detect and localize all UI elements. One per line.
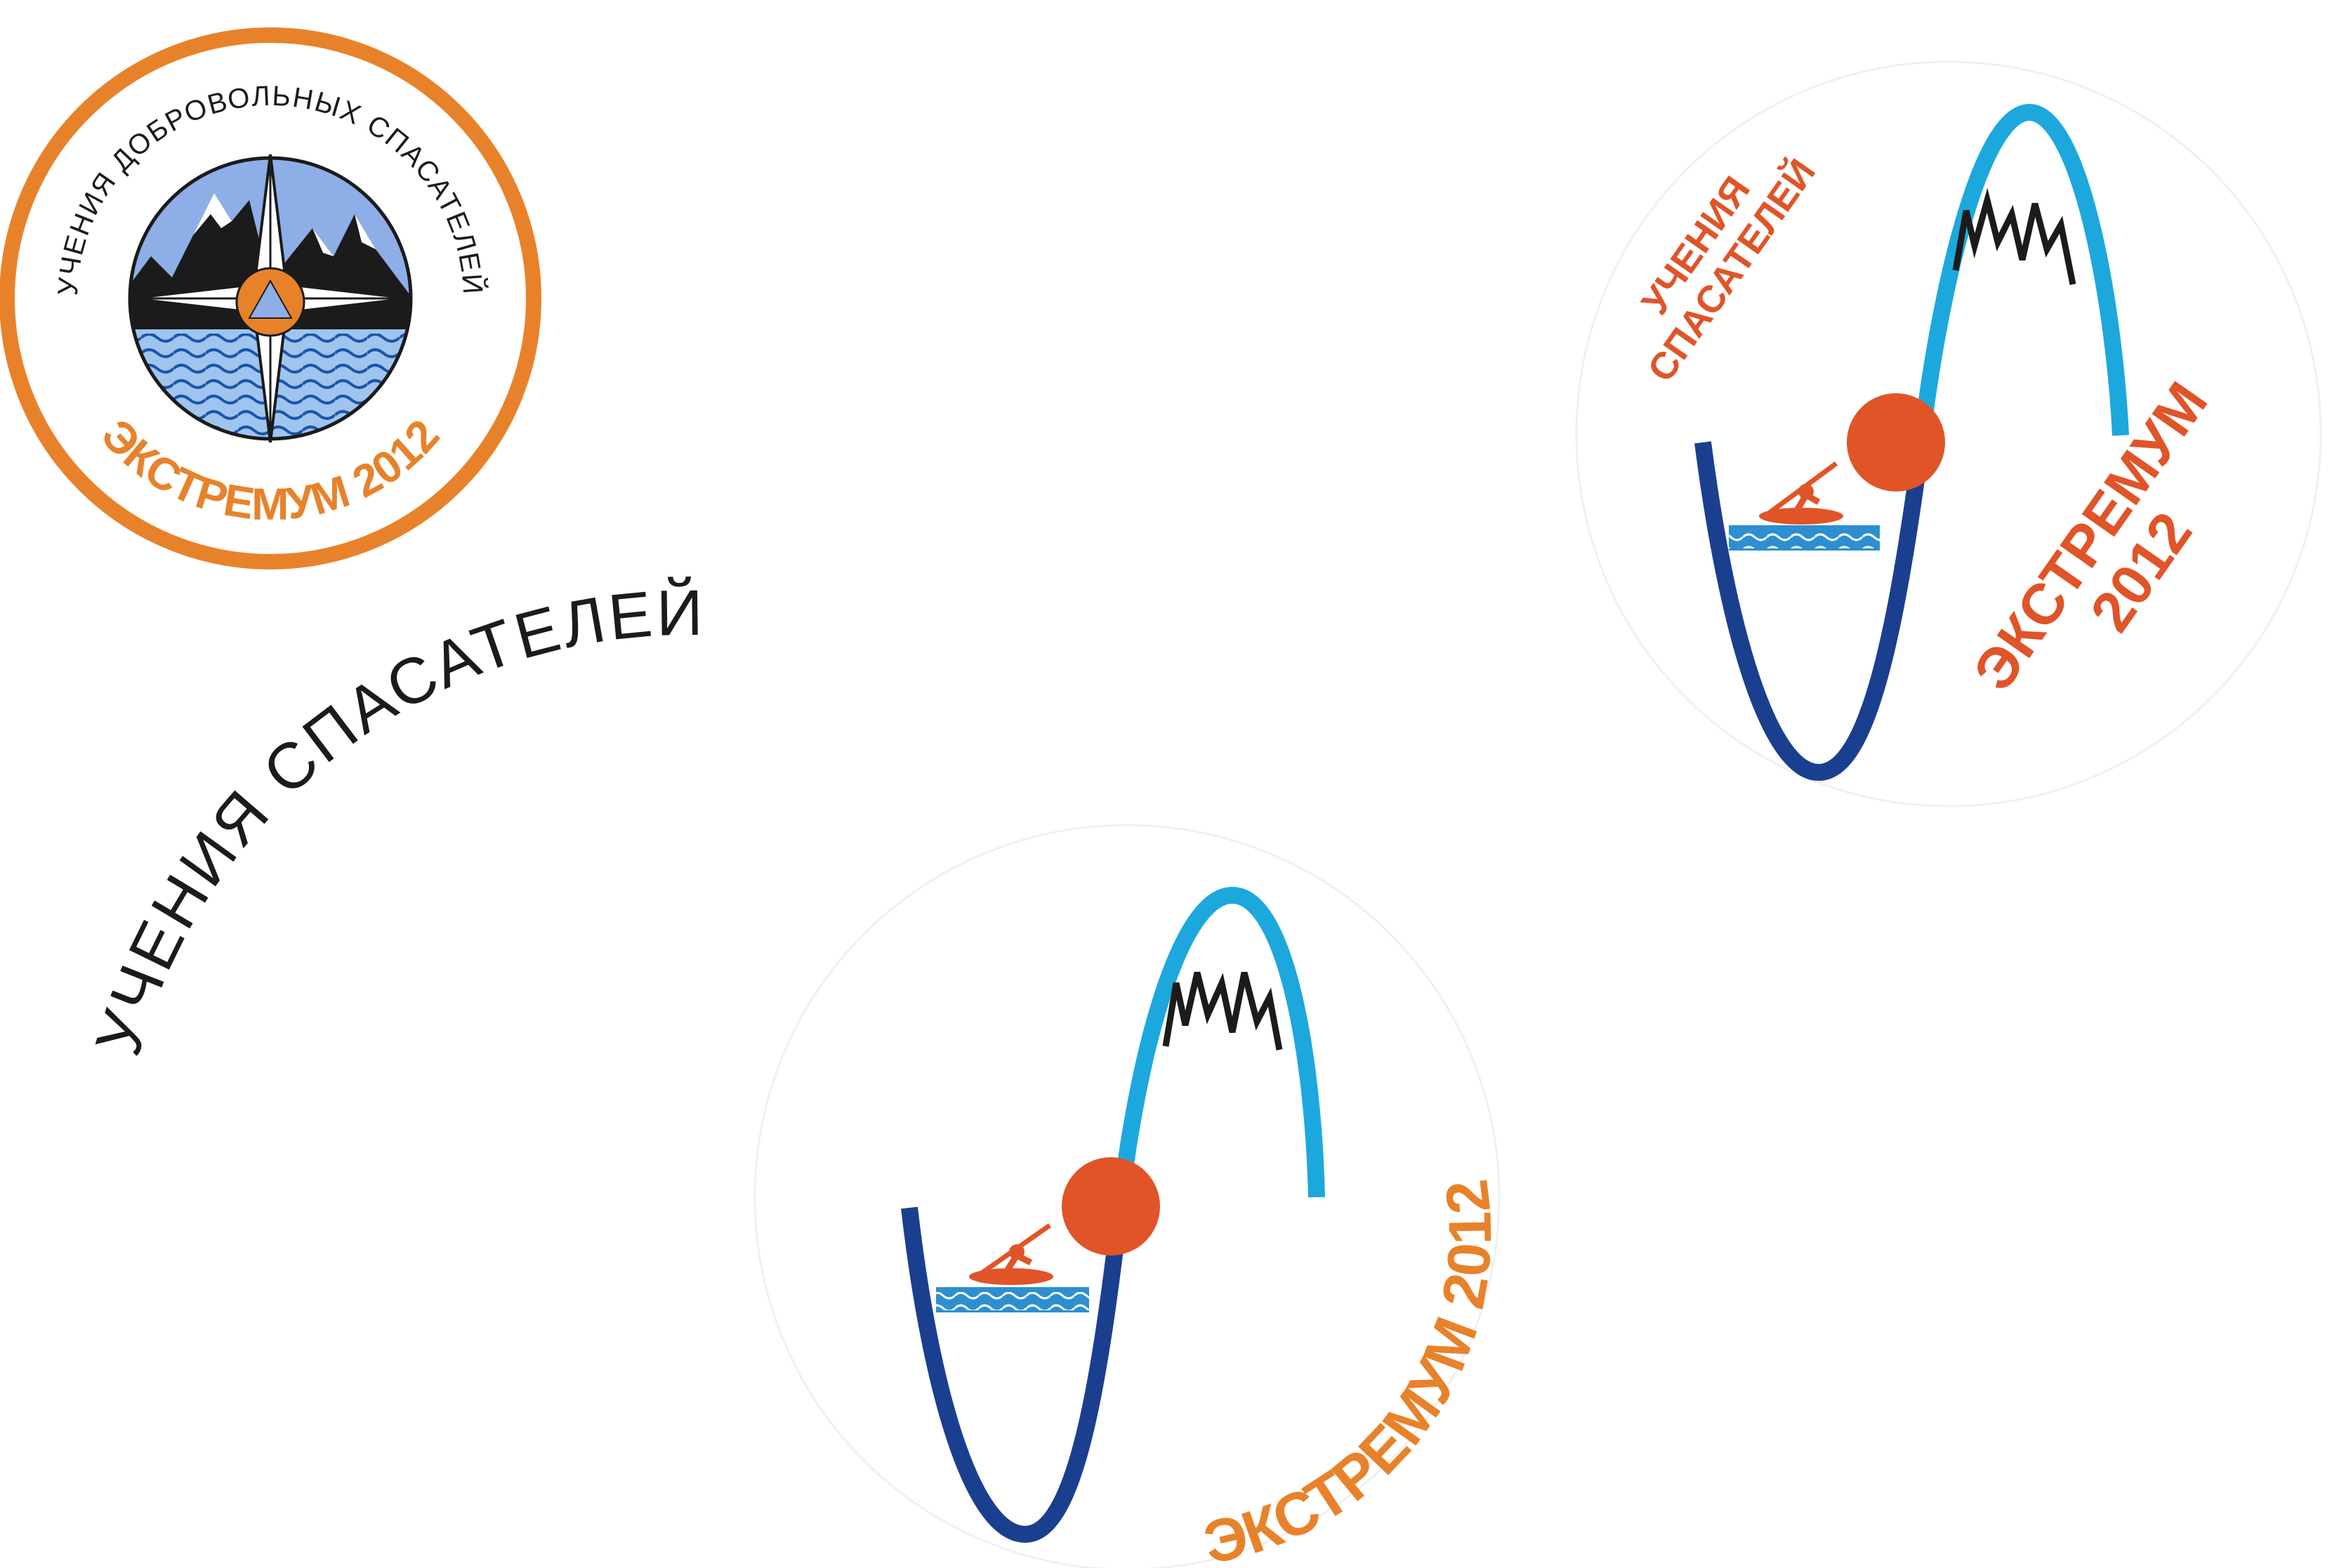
wave-trough (901, 1206, 1128, 1543)
wave-logo-top: УЧЕНИЯ СПАСАТЕЛЕЙ ЭКСТРЕМУМ 2012 (1575, 60, 2322, 808)
wave-trough (1694, 441, 1929, 782)
kayak-icon (1759, 461, 1843, 525)
mountain-zigzag-icon (1952, 187, 2076, 285)
sun-circle (1062, 1157, 1160, 1256)
wave-peak (1112, 886, 1325, 1209)
wave-logo-bottom: УЧЕНИЯ СПАСАТЕЛЕЙ ЭКСТРЕМУМ 2012 (82, 576, 1504, 1568)
wave-logo-arc-text: УЧЕНИЯ СПАСАТЕЛЕЙ (82, 576, 706, 1063)
sun-circle (1847, 393, 1945, 492)
mountain-zigzag-icon (1162, 971, 1283, 1050)
badge-logo: УЧЕНИЯ ДОБРОВОЛЬНЫХ СПАСАТЕЛЕЙ ЭКСТРЕМУМ… (0, 27, 541, 569)
wave-peak (1912, 103, 2129, 451)
kayak-icon (969, 1223, 1053, 1285)
